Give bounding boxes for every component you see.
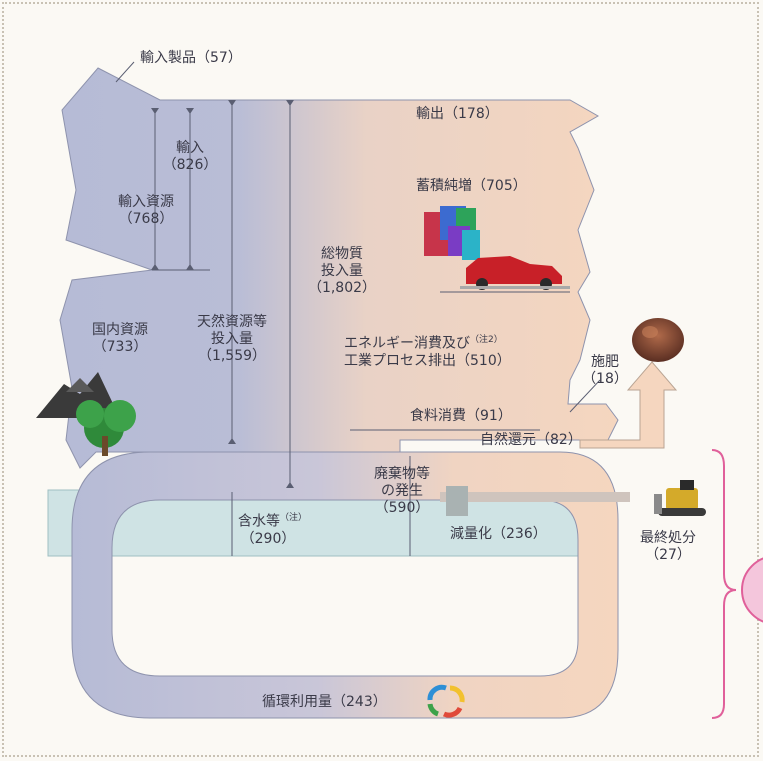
energy-label: エネルギー消費及び（注2） 工業プロセス排出（510） <box>344 332 511 370</box>
imports-label: 輸入 （826） <box>160 140 220 174</box>
domestic-resources-label-line2: （733） <box>92 339 148 355</box>
natural-input-label: 天然資源等 投入量 （1,559） <box>180 314 284 365</box>
domestic-resources-label-line1: 国内資源 <box>92 322 148 338</box>
natural-input-label-line3: （1,559） <box>197 348 267 364</box>
recycle-icon <box>427 684 465 718</box>
final-disposal-flow <box>440 492 630 502</box>
water-note: （注） <box>280 513 308 523</box>
cyclical-use-label: 循環利用量（243） <box>262 694 387 710</box>
final-disposal-label-line2: （27） <box>645 547 691 563</box>
waste-generation-label: 廃棄物等 の発生 （590） <box>362 466 442 517</box>
import-resources-label-line1: 輸入資源 <box>118 194 174 210</box>
energy-note: （注2） <box>470 335 503 345</box>
final-disposal-label-line1: 最終処分 <box>640 530 696 546</box>
imports-label-line1: 輸入 <box>176 140 204 156</box>
final-disposal-label: 最終処分 （27） <box>628 530 708 564</box>
export-label: 輸出（178） <box>416 106 499 122</box>
final-disposal-icon <box>654 480 706 516</box>
water-content-label-line2: （290） <box>240 530 296 547</box>
energy-label-line1: エネルギー消費及び（注2） <box>344 332 511 353</box>
volume-reduction-label: 減量化（236） <box>450 526 547 542</box>
waste-generation-label-line3: （590） <box>374 500 430 516</box>
water-content-label: 含水等（注） （290） <box>238 510 307 548</box>
imports-label-line2: （826） <box>162 157 218 173</box>
fertilizer-arrow <box>579 361 678 449</box>
natural-reduction-label: 自然還元（82） <box>480 432 582 448</box>
import-resources-label: 輸入資源 （768） <box>104 194 188 228</box>
domestic-resources-label: 国内資源 （733） <box>80 322 160 356</box>
natural-input-label-line1: 天然資源等 <box>197 314 267 330</box>
water-content-text: 含水等 <box>238 513 280 530</box>
food-consumption-label: 食料消費（91） <box>410 408 512 424</box>
domestic-resources-icon <box>36 372 136 456</box>
import-resources-label-line2: （768） <box>118 211 174 227</box>
cyclical-use-loop <box>71 451 619 719</box>
import-products-label: 輸入製品（57） <box>140 50 242 66</box>
water-content-label-line1: 含水等（注） <box>238 510 307 531</box>
scope-bracket <box>711 449 737 719</box>
total-input-label-line3: （1,802） <box>307 280 377 296</box>
natural-input-label-line2: 投入量 <box>211 331 253 347</box>
volume-reduction-block <box>446 486 468 516</box>
total-input-label-line2: 投入量 <box>321 263 363 279</box>
energy-label-text: エネルギー消費及び <box>344 335 470 352</box>
main-flow-body <box>59 67 619 469</box>
fertilizer-label: 施肥 （18） <box>580 354 630 388</box>
waste-generation-label-line2: の発生 <box>381 483 423 499</box>
scope-bracket-circle <box>741 557 763 623</box>
stock-increase-icon <box>424 206 570 290</box>
energy-rock-icon <box>632 318 684 362</box>
fertilizer-label-line1: 施肥 <box>591 354 619 370</box>
total-input-label: 総物質 投入量 （1,802） <box>300 246 384 297</box>
waste-generation-label-line1: 廃棄物等 <box>374 466 430 482</box>
energy-label-line2: 工業プロセス排出（510） <box>344 352 511 369</box>
stock-increase-label: 蓄積純増（705） <box>416 178 527 194</box>
fertilizer-label-line2: （18） <box>582 371 628 387</box>
total-input-label-line1: 総物質 <box>321 246 363 262</box>
